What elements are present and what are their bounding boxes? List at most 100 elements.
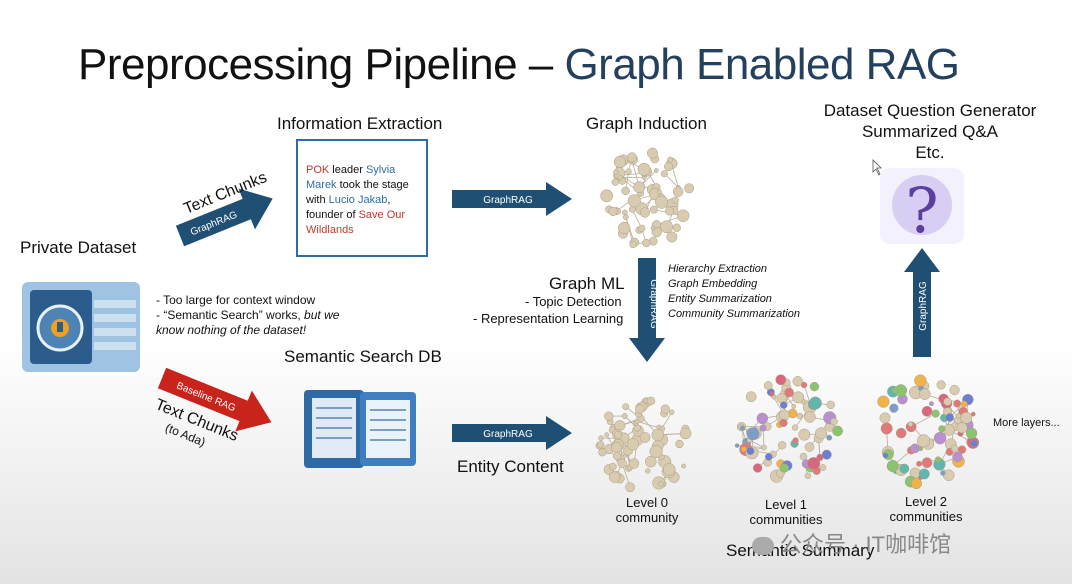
network-node [660, 220, 673, 234]
arrow-label-graphrag-3: GraphRAG [483, 429, 533, 440]
network-node [952, 451, 963, 462]
network-node [916, 460, 923, 467]
network-node [657, 189, 662, 195]
network-node [626, 438, 639, 451]
network-node [625, 168, 632, 175]
network-node [653, 168, 659, 173]
network-node [910, 443, 920, 454]
network-node [889, 403, 899, 413]
network-node [660, 170, 668, 178]
network-node [777, 441, 787, 450]
network-node [600, 189, 614, 203]
graph-ml-label: Graph ML [549, 274, 625, 293]
network-node [775, 374, 787, 386]
network-node [830, 417, 838, 426]
network-node [666, 231, 678, 243]
graph-task-1: Hierarchy Extraction [668, 263, 768, 275]
network-node [662, 463, 676, 476]
network-node [739, 425, 746, 431]
question-mark-icon: ? [880, 168, 964, 247]
network-node [784, 387, 794, 398]
wechat-icon [752, 537, 774, 556]
network-node [611, 178, 619, 186]
network-node [651, 428, 665, 442]
network-node [608, 471, 621, 483]
network-node [919, 388, 931, 400]
network-node [807, 457, 821, 471]
note-line2a: - “Semantic Search” works, [156, 308, 305, 322]
network-node [679, 427, 692, 440]
network-node [645, 468, 651, 474]
more-layers-label: More layers... [993, 417, 1060, 429]
title-part2: Graph Enabled RAG [564, 40, 960, 89]
network-node [764, 453, 773, 461]
graph-task-3: Entity Summarization [668, 293, 772, 305]
network-node [634, 418, 640, 424]
graphrag-arrow-up: GraphRAG [904, 248, 940, 357]
network-node [633, 181, 646, 194]
network-node [950, 444, 959, 453]
network-node [656, 424, 662, 430]
representation-learning-label: - Representation Learning [473, 311, 624, 326]
network-node [826, 434, 833, 441]
network-node [800, 381, 808, 389]
private-dataset-label: Private Dataset [20, 238, 137, 257]
network-node [936, 380, 946, 390]
level0-line2: community [615, 510, 679, 525]
network-node [791, 424, 799, 431]
network-node [604, 432, 610, 438]
network-node [613, 430, 623, 440]
graph-tasks-list: Hierarchy Extraction Graph Embedding Ent… [668, 262, 800, 322]
network-node [604, 411, 614, 421]
network-node [787, 408, 798, 419]
network-node [665, 206, 675, 216]
network-node [804, 442, 815, 452]
page-title: Preprocessing Pipeline – Graph Enabled R… [78, 40, 960, 90]
semantic-search-db-icon [304, 390, 416, 468]
network-node [658, 480, 664, 487]
svg-text:?: ? [905, 174, 938, 247]
network-node [621, 413, 628, 419]
topic-detection-label: - Topic Detection [525, 294, 622, 309]
network-node [649, 205, 658, 214]
network-node [660, 404, 670, 414]
entity-pok: POK [306, 164, 330, 176]
title-part1: Preprocessing Pipeline – [78, 40, 565, 89]
level0-label: Level 0 community [598, 495, 696, 525]
network-node [956, 422, 968, 434]
network-node [933, 431, 947, 445]
network-node [877, 395, 890, 408]
entity-sylvia: Sylvia [365, 164, 396, 176]
network-node [621, 186, 630, 196]
network-node [637, 162, 651, 176]
network-graph-induction [600, 147, 695, 249]
network-node [928, 401, 934, 407]
network-node [921, 457, 933, 469]
network-node [792, 391, 805, 404]
network-node [649, 444, 663, 459]
network-node [934, 456, 942, 463]
network-node [921, 405, 933, 417]
network-node [752, 463, 763, 473]
network-node [638, 224, 646, 233]
watermark: 公众号 · IT咖啡馆 [752, 527, 951, 559]
network-node [826, 400, 835, 410]
example-text-3: , founder of [306, 194, 391, 221]
private-dataset-icon [22, 282, 140, 372]
entity-marek: Marek [306, 179, 337, 191]
network-node [608, 206, 618, 217]
network-node [960, 411, 973, 424]
network-node [914, 374, 927, 387]
network-node [910, 477, 922, 490]
graph-task-2: Graph Embedding [668, 278, 758, 290]
network-node [771, 394, 777, 400]
network-node [627, 194, 641, 208]
network-node [642, 238, 651, 248]
baseline-rag-arrow: Baseline RAG Text Chunks (to Ada) [153, 367, 272, 449]
arrow-label-graphrag-4: GraphRAG [648, 279, 659, 329]
note-line2: - “Semantic Search” works, but we [156, 308, 339, 323]
network-node [886, 460, 899, 473]
graphrag-arrow-bottom: GraphRAG [452, 416, 572, 450]
network-node [779, 401, 788, 409]
